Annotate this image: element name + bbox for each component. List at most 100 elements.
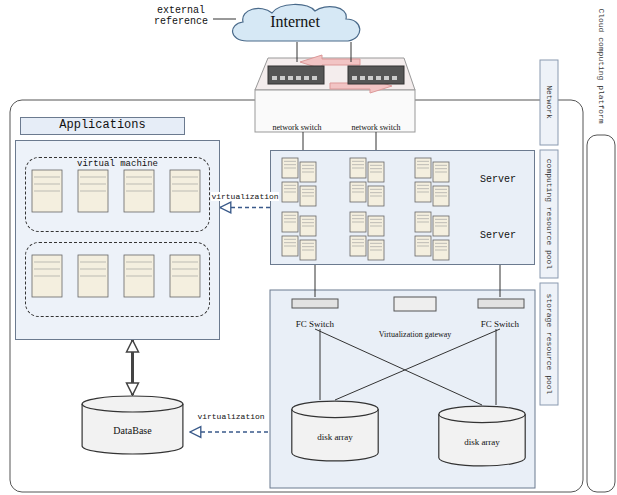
server-slot	[352, 222, 364, 223]
server-slot	[284, 222, 296, 223]
node-label: Server	[480, 230, 516, 242]
server-icon	[433, 162, 449, 182]
server-slot	[435, 222, 447, 223]
link-line	[376, 132, 377, 150]
server-slot	[370, 222, 382, 223]
server-slot	[417, 161, 429, 162]
switch-box-front	[255, 90, 415, 132]
server-slot	[302, 219, 314, 220]
server-slot	[370, 243, 382, 244]
server-slot	[435, 196, 447, 197]
server-slot	[126, 191, 152, 192]
server-slot	[435, 246, 447, 247]
server-slot	[435, 192, 447, 193]
server-icon	[282, 236, 298, 256]
server-slot	[126, 269, 152, 270]
switch-port	[368, 76, 373, 80]
pool-strip	[540, 150, 558, 278]
switch-port	[352, 76, 357, 80]
node-label: FC Switch	[296, 319, 334, 329]
server-slot	[172, 262, 198, 263]
server-slot	[370, 192, 382, 193]
edge-label: virtualization	[211, 192, 278, 201]
server-slot	[80, 184, 106, 185]
data-access-arrow	[131, 340, 134, 395]
cylinder-shape	[80, 395, 185, 455]
server-slot	[352, 218, 364, 219]
server-icon	[350, 158, 366, 178]
server-slot	[34, 262, 60, 263]
server-slot	[417, 168, 429, 169]
server-slot	[126, 262, 152, 263]
server-slot	[435, 165, 447, 166]
server-slot	[302, 172, 314, 173]
server-slot	[172, 177, 198, 178]
server-icon	[350, 212, 366, 232]
server-slot	[34, 269, 60, 270]
server-icon	[170, 170, 200, 212]
cylinder-body	[82, 396, 183, 454]
platform-label: Cloud computing platform	[596, 8, 605, 123]
server-icon	[368, 216, 384, 236]
server-slot	[435, 226, 447, 227]
pool-strip	[540, 283, 558, 405]
server-slot	[302, 246, 314, 247]
server-icon	[415, 182, 431, 202]
server-icon	[350, 182, 366, 202]
server-slot	[284, 246, 296, 247]
server-slot	[417, 188, 429, 189]
server-icon	[415, 236, 431, 256]
switch-icon	[348, 66, 404, 84]
server-slot	[417, 192, 429, 193]
switch-port	[296, 76, 301, 80]
storage-panel	[270, 290, 535, 488]
database-cylinder: DataBase	[80, 395, 185, 455]
server-icon	[368, 240, 384, 260]
server-slot	[172, 184, 198, 185]
pool-label: computing resource pool	[544, 159, 553, 269]
server-slot	[302, 192, 314, 193]
server-icon	[415, 212, 431, 232]
server-slot	[370, 165, 382, 166]
link-line	[303, 132, 304, 150]
switch-port	[376, 76, 381, 80]
server-slot	[34, 276, 60, 277]
server-slot	[352, 188, 364, 189]
server-slot	[352, 185, 364, 186]
server-slot	[352, 192, 364, 193]
server-slot	[302, 168, 314, 169]
server-slot	[417, 222, 429, 223]
server-slot	[80, 191, 106, 192]
server-icon	[170, 255, 200, 297]
server-slot	[435, 189, 447, 190]
server-slot	[80, 276, 106, 277]
pool-label: Network	[544, 85, 553, 119]
link-line	[335, 329, 500, 400]
server-slot	[417, 185, 429, 186]
node-label: virtual machine	[77, 159, 158, 169]
link-line	[315, 265, 316, 297]
switch-port	[392, 76, 397, 80]
switch-port	[384, 76, 389, 80]
server-icon	[282, 158, 298, 178]
server-icon	[433, 186, 449, 206]
pool-strip	[540, 60, 558, 145]
external-reference-label: external reference	[150, 5, 212, 27]
cylinder-body	[439, 406, 525, 466]
server-slot	[370, 246, 382, 247]
switch-port	[312, 76, 317, 80]
server-slot	[352, 164, 364, 165]
node-label: FC Switch	[481, 319, 519, 329]
virtualization-arrow	[220, 207, 270, 209]
server-slot	[302, 250, 314, 251]
server-icon	[300, 240, 316, 260]
link-line	[315, 329, 482, 405]
platform-frame	[10, 100, 583, 492]
cylinder-rim	[439, 414, 525, 422]
server-icon	[78, 170, 108, 212]
virtualization-label: virtualization	[196, 412, 266, 421]
server-icon	[124, 255, 154, 297]
server-icon	[350, 236, 366, 256]
pool-label: storage resource pool	[544, 294, 553, 395]
server-slot	[370, 250, 382, 251]
